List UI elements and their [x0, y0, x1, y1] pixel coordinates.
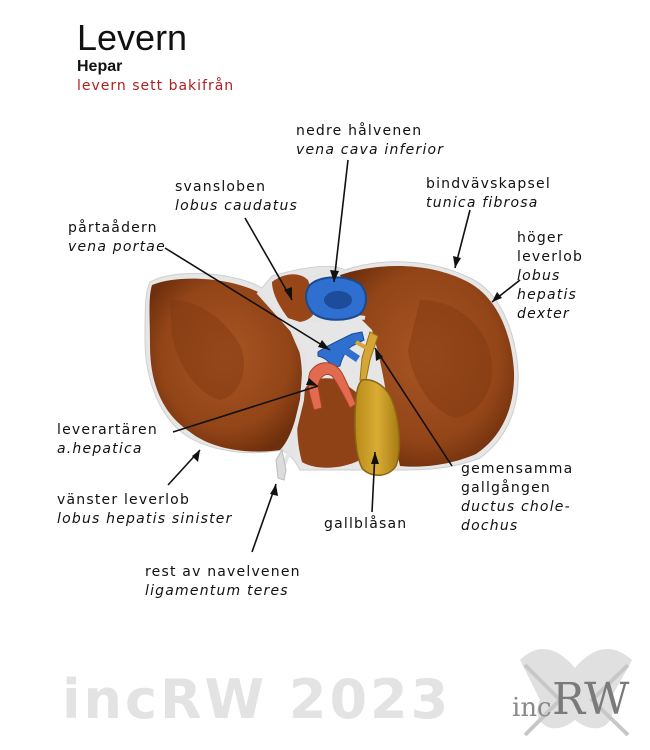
label-gallbladder-swedish: gallblåsan	[324, 516, 408, 532]
page-title: Levern	[77, 17, 188, 58]
label-caudate-swedish: svansloben	[175, 179, 267, 195]
label-bile-duct-latin-1: ductus chole-	[461, 499, 571, 515]
label-right-lobe: höger leverlob lobus hepatis dexter	[517, 229, 583, 324]
label-capsule-swedish: bindvävskapsel	[426, 176, 551, 192]
label-right-lobe-latin-3: dexter	[517, 306, 570, 322]
label-right-lobe-latin-1: lobus	[517, 268, 561, 284]
label-caudate-latin: lobus caudatus	[175, 198, 299, 214]
label-right-lobe-latin-2: hepatis	[517, 287, 578, 303]
label-capsule-latin: tunica fibrosa	[426, 195, 539, 211]
hepatic-artery-vessel	[307, 362, 357, 411]
label-right-lobe-line-2: leverlob	[517, 249, 584, 265]
label-caudate: svansloben lobus caudatus	[175, 178, 298, 216]
label-fibrous-capsule: bindvävskapsel tunica fibrosa	[426, 175, 551, 213]
watermark-text: incRW 2023	[62, 668, 452, 731]
caudate-lobe	[272, 274, 316, 322]
right-lobe	[340, 265, 515, 467]
label-vena-cava: nedre hålvenen vena cava inferior	[296, 122, 444, 160]
page-subtitle: Hepar	[77, 58, 123, 75]
label-hepatic-artery-swedish: leverartären	[57, 422, 158, 438]
label-vena-cava-swedish: nedre hålvenen	[296, 123, 423, 139]
page-caption: levern sett bakifrån	[77, 78, 235, 94]
label-portal-vein: pårtaådern vena portae	[68, 219, 166, 257]
label-bile-duct-line-1: gemensamma	[461, 461, 574, 477]
label-ligament-swedish: rest av navelvenen	[145, 564, 301, 580]
label-portal-vein-latin: vena portae	[68, 239, 166, 255]
label-ligament: rest av navelvenen ligamentum teres	[145, 563, 301, 601]
left-lobe	[149, 278, 303, 452]
label-left-lobe: vänster leverlob lobus hepatis sinister	[57, 491, 233, 529]
label-hepatic-artery-latin: a.hepatica	[57, 441, 143, 457]
label-gallbladder: gallblåsan	[324, 515, 407, 534]
label-bile-duct-line-2: gallgången	[461, 480, 551, 496]
label-left-lobe-swedish: vänster leverlob	[57, 492, 191, 508]
label-left-lobe-latin: lobus hepatis sinister	[57, 511, 233, 527]
label-vena-cava-latin: vena cava inferior	[296, 142, 445, 158]
label-hepatic-artery: leverartären a.hepatica	[57, 421, 158, 459]
label-right-lobe-line-1: höger	[517, 230, 564, 246]
label-portal-vein-swedish: pårtaådern	[68, 220, 158, 236]
label-ligament-latin: ligamentum teres	[145, 583, 289, 599]
gallbladder-organ	[354, 378, 401, 476]
label-bile-duct-latin-2: dochus	[461, 518, 519, 534]
ligamentum-teres	[275, 448, 287, 481]
label-bile-duct: gemensamma gallgången ductus chole- doch…	[461, 460, 573, 536]
